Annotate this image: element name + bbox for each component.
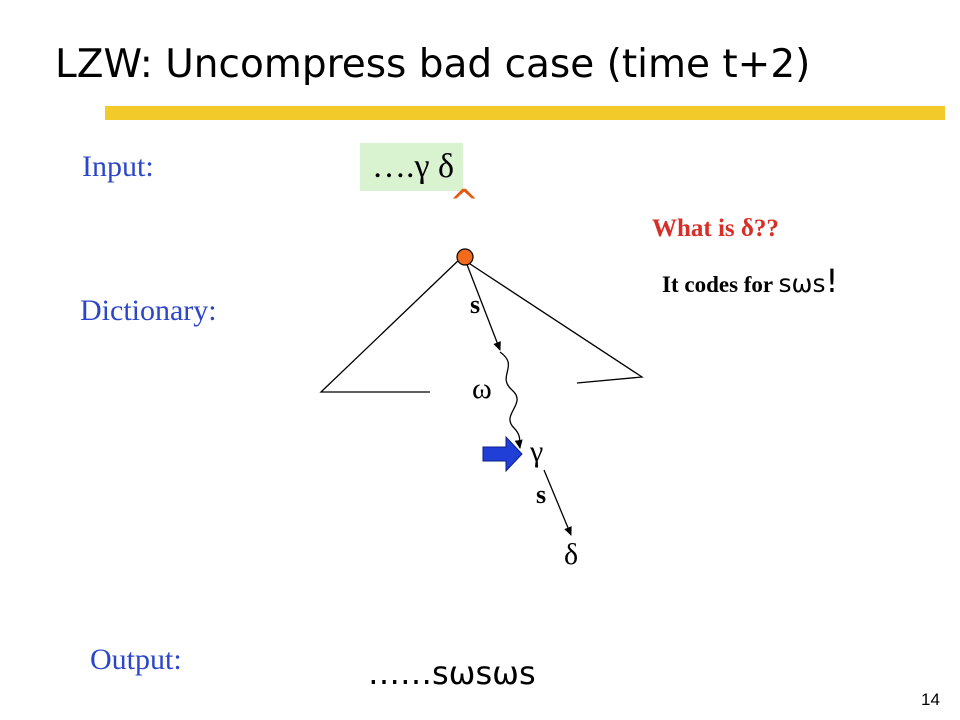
answer-text: It codes for sωs!	[662, 262, 838, 300]
input-label: Input:	[82, 150, 154, 183]
output-label: Output:	[90, 643, 182, 676]
node-label-gamma: γ	[530, 435, 544, 468]
node-label-delta: δ	[564, 538, 579, 571]
trie-root-node	[456, 248, 474, 266]
dictionary-label: Dictionary:	[80, 294, 217, 327]
node-label-omega: ω	[472, 372, 492, 405]
answer-prefix: It codes for	[662, 272, 779, 297]
input-highlight-box	[360, 143, 463, 191]
page-number: 14	[921, 690, 940, 709]
question-text: What is δ??	[652, 215, 779, 242]
answer-code: sωs	[778, 269, 826, 298]
edge-gamma-to-delta	[543, 469, 572, 536]
output-stream-text: ……sωsωs	[368, 654, 536, 692]
title-underline-bar	[105, 106, 945, 120]
edge-label-s-1: s	[470, 290, 481, 319]
input-stream-text: ….γ δ	[372, 148, 455, 185]
slide-title: LZW: Uncompress bad case (time t+2)	[55, 42, 811, 87]
right-subtree-outline	[463, 259, 644, 384]
left-subtree-outline	[319, 256, 463, 393]
edge-label-s-2: s	[536, 480, 547, 509]
input-pointer-caret: ^	[449, 183, 480, 224]
answer-exclamation: !	[825, 262, 839, 300]
edge-root-to-omega	[465, 261, 501, 351]
path-omega-to-gamma	[499, 351, 523, 449]
current-node-arrow-icon	[482, 435, 523, 473]
